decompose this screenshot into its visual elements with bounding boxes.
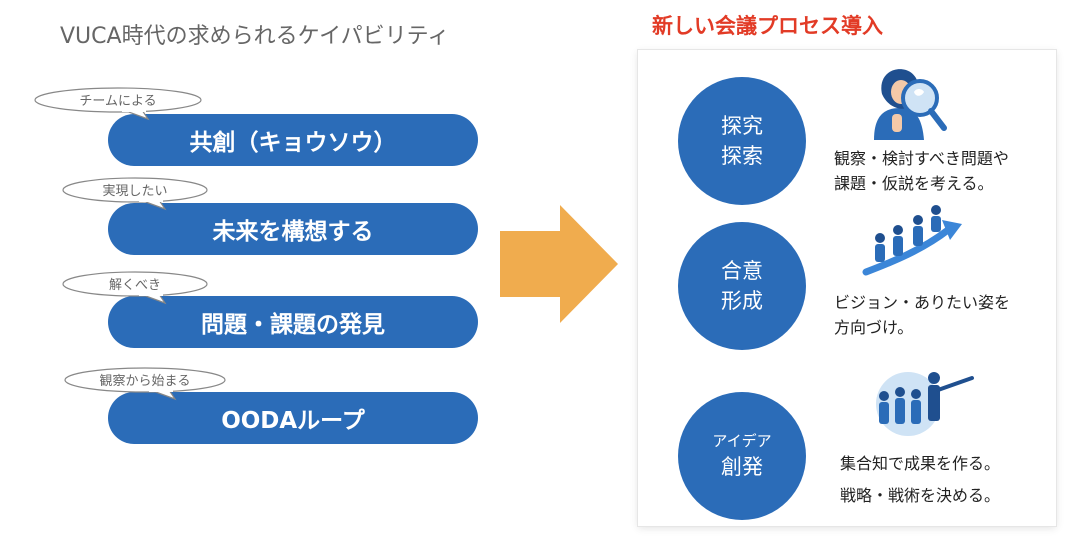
step-desc-line2: 戦略・戦術を決める。 [840, 486, 1001, 505]
capability-tag-text: 実現したい [102, 183, 167, 199]
step-circle-ideation: アイデア 創発 [678, 392, 806, 520]
step-desc: 集合知で成果を作る。 戦略・戦術を決める。 [840, 448, 1000, 512]
step-circle-line2: 形成 [721, 289, 763, 313]
step-desc-line1: 観察・検討すべき問題や [834, 149, 1009, 168]
step-circle-line2: 創発 [721, 455, 763, 479]
capability-tag-bubble: 観察から始まる [64, 367, 226, 401]
capability-pill-future: 未来を構想する [108, 203, 478, 255]
capability-tag-text: 解くべき [109, 278, 161, 293]
capability-label: OODAループ [221, 408, 365, 434]
step-circle-line1: アイデア [712, 432, 772, 450]
step-desc: ビジョン・ありたい姿を 方向づけ。 [834, 290, 1010, 340]
capability-label: 未来を構想する [212, 219, 374, 245]
capability-label: 問題・課題の発見 [201, 312, 385, 338]
capability-tag-bubble: チームによる [34, 87, 202, 121]
step-circle-line2: 探索 [721, 144, 763, 168]
capability-pill-cocreation: 共創（キョウソウ） [108, 114, 478, 166]
step-circle-explore: 探究 探索 [678, 77, 806, 205]
step-circle-line1: 合意 [721, 259, 763, 283]
capability-tag-bubble: 実現したい [62, 177, 208, 211]
right-title: 新しい会議プロセス導入 [652, 14, 883, 38]
capability-tag-text: チームによる [79, 94, 156, 109]
magnifier-person-icon [874, 69, 947, 140]
step-desc: 観察・検討すべき問題や 課題・仮説を考える。 [834, 146, 1009, 196]
step-desc-line1: ビジョン・ありたい姿を [834, 293, 1011, 312]
capability-label: 共創（キョウソウ） [189, 130, 397, 156]
climbing-team-icon [862, 205, 962, 276]
capability-pill-problem: 問題・課題の発見 [108, 296, 478, 348]
step-desc-line2: 方向づけ。 [834, 318, 914, 337]
step-desc-line2: 課題・仮説を考える。 [834, 174, 994, 193]
step-circle-consensus: 合意 形成 [678, 222, 806, 350]
presenting-team-icon [876, 372, 974, 436]
capability-tag-bubble: 解くべき [62, 271, 208, 305]
left-title: VUCA時代の求められるケイパビリティ [60, 24, 450, 49]
capability-pill-ooda: OODAループ [108, 392, 478, 444]
step-circle-line1: 探究 [721, 114, 763, 138]
big-right-arrow-icon [500, 205, 618, 323]
capability-tag-text: 観察から始まる [99, 374, 190, 389]
step-desc-line1: 集合知で成果を作る。 [840, 454, 1001, 473]
